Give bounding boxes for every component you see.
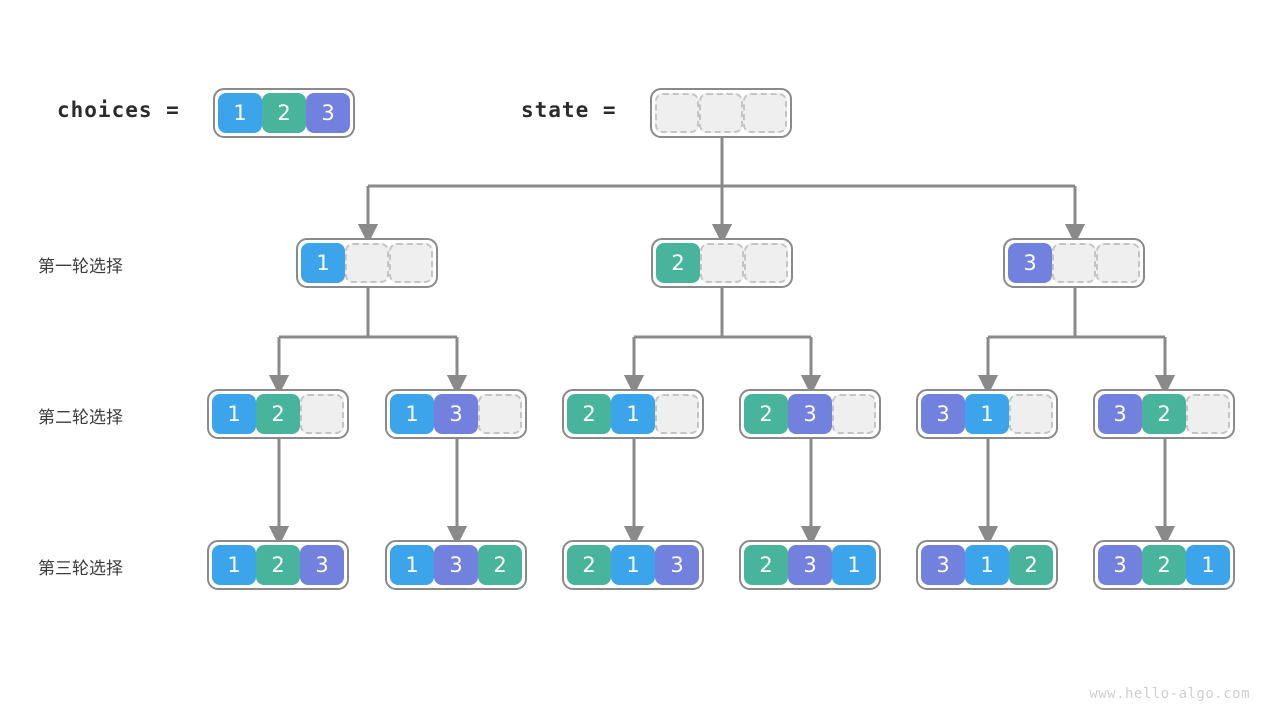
level3-3-cell-0-2: 2 (744, 545, 788, 585)
level3-4-cell-0-3: 3 (921, 545, 965, 585)
level3-2-cell-2-3: 3 (655, 545, 699, 585)
choices-cell-2-3: 3 (306, 93, 350, 133)
level1-0-cell-0-1: 1 (301, 243, 345, 283)
level2-0-cell-0-1: 1 (212, 394, 256, 434)
level2-2-cell-2-empty (655, 394, 699, 434)
level2-5-cell-2-empty (1186, 394, 1230, 434)
level3-3-cell-2-1: 1 (832, 545, 876, 585)
level2-1-cell-2-empty (478, 394, 522, 434)
level2-1-cell-0-1: 1 (390, 394, 434, 434)
row-label-2: 第二轮选择 (38, 408, 123, 428)
level3-0-cell-1-2: 2 (256, 545, 300, 585)
level2-2-cell-1-1: 1 (611, 394, 655, 434)
level2-4-cell-0-3: 3 (921, 394, 965, 434)
level3-0-cell-0-1: 1 (212, 545, 256, 585)
level2-0-cell-1-2: 2 (256, 394, 300, 434)
state-label: state = (521, 98, 617, 122)
level3-1-cell-1-3: 3 (434, 545, 478, 585)
level1-2-cell-2-empty (1096, 243, 1140, 283)
level3-2-cell-0-2: 2 (567, 545, 611, 585)
tree-node-level1-2: 3 (1003, 238, 1145, 288)
level1-1-cell-2-empty (744, 243, 788, 283)
level2-1-cell-1-3: 3 (434, 394, 478, 434)
level3-4-cell-1-1: 1 (965, 545, 1009, 585)
level3-2-cell-1-1: 1 (611, 545, 655, 585)
level2-2-cell-0-2: 2 (567, 394, 611, 434)
level2-4-cell-1-1: 1 (965, 394, 1009, 434)
level3-5-cell-0-3: 3 (1098, 545, 1142, 585)
tree-node-level1-0: 1 (296, 238, 438, 288)
row-label-3: 第三轮选择 (38, 559, 123, 579)
state-cell-1-empty (699, 93, 743, 133)
site-watermark: www.hello-algo.com (1089, 686, 1250, 702)
row-label-1: 第一轮选择 (38, 257, 123, 277)
level1-2-cell-1-empty (1052, 243, 1096, 283)
choices-cell-1-2: 2 (262, 93, 306, 133)
level2-5-cell-0-3: 3 (1098, 394, 1142, 434)
level2-4-cell-2-empty (1009, 394, 1053, 434)
level3-5-cell-2-1: 1 (1186, 545, 1230, 585)
choices-label: choices = (57, 98, 180, 122)
level3-3-cell-1-3: 3 (788, 545, 832, 585)
state-cell-2-empty (743, 93, 787, 133)
level3-5-cell-1-2: 2 (1142, 545, 1186, 585)
level2-0-cell-2-empty (300, 394, 344, 434)
level1-0-cell-2-empty (389, 243, 433, 283)
tree-node-level1-1: 2 (651, 238, 793, 288)
level2-3-cell-2-empty (832, 394, 876, 434)
state-cell-0-empty (655, 93, 699, 133)
choices-cell-0-1: 1 (218, 93, 262, 133)
level1-2-cell-0-3: 3 (1008, 243, 1052, 283)
level2-5-cell-1-2: 2 (1142, 394, 1186, 434)
level1-1-cell-1-empty (700, 243, 744, 283)
level2-3-cell-1-3: 3 (788, 394, 832, 434)
level2-3-cell-0-2: 2 (744, 394, 788, 434)
state-array (650, 88, 792, 138)
level3-1-cell-2-2: 2 (478, 545, 522, 585)
level3-1-cell-0-1: 1 (390, 545, 434, 585)
level1-0-cell-1-empty (345, 243, 389, 283)
level3-0-cell-2-3: 3 (300, 545, 344, 585)
level3-4-cell-2-2: 2 (1009, 545, 1053, 585)
level1-1-cell-0-2: 2 (656, 243, 700, 283)
